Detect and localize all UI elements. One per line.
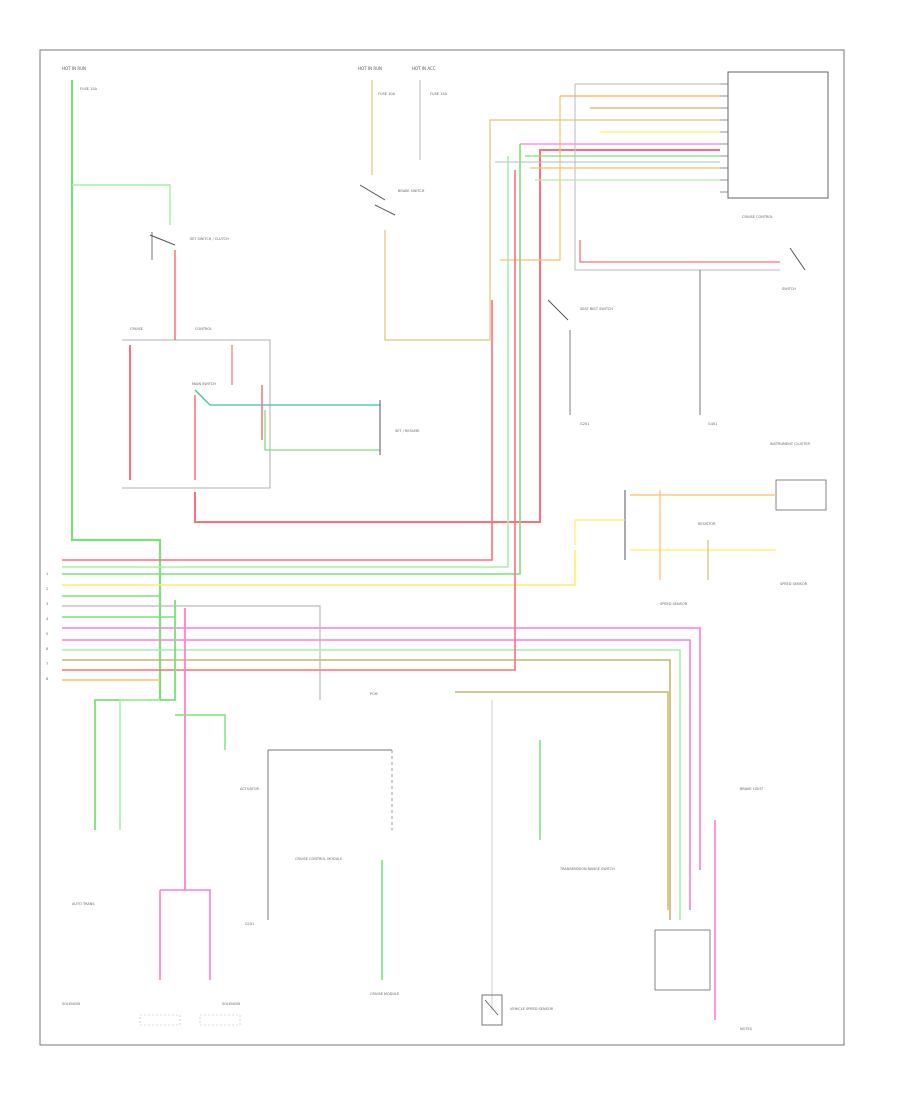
label-notes: NOTES: [740, 1027, 753, 1031]
label-fuse-left: FUSE 15A: [80, 87, 98, 91]
wire-left-branch: [94, 600, 226, 980]
wire-tan-brake: [384, 119, 720, 341]
svg-text:8: 8: [46, 677, 48, 681]
instrument-cluster-box: [775, 479, 827, 511]
label-ecm-module: CRUISE CONTROL MODULE: [295, 857, 342, 861]
label-trans-range: TRANSMISSION RANGE SWITCH: [559, 867, 615, 871]
svg-text:6: 6: [46, 647, 48, 651]
label-cruise-top-l: CRUISE: [130, 327, 143, 331]
label-hot-run-left: HOT IN RUN: [62, 66, 86, 71]
svg-text:5: 5: [46, 632, 48, 636]
solenoid-r-box: [199, 1014, 241, 1026]
cruise-switch-box: [122, 339, 271, 489]
label-fuse-right: FUSE 15A: [430, 92, 448, 96]
label-brake-switch: BRAKE SWITCH: [398, 189, 425, 193]
label-vehicle-speed: VEHICLE SPEED SENSOR: [510, 1007, 554, 1011]
label-resistor: RESISTOR: [698, 522, 716, 526]
svg-text:3: 3: [46, 602, 48, 606]
svg-text:2: 2: [46, 587, 48, 591]
wire-teal-upper: [194, 389, 380, 406]
wire-bus-horizontal: [62, 144, 701, 920]
clutch-switch-symbol: [149, 232, 176, 260]
wire-yellow-resistor: [574, 519, 625, 545]
wire-red-long: [194, 149, 720, 523]
label-solenoid-l: SOLENOID: [62, 1002, 81, 1006]
label-warning-switch: SWITCH: [782, 287, 796, 291]
vss-switch-symbol: [481, 994, 503, 1026]
svg-text:4: 4: [46, 617, 49, 621]
label-speed-sensor-top: SPEED SENSOR: [660, 602, 688, 606]
label-set-resume: SET / RESUME: [395, 429, 420, 433]
wire-green-lower: [264, 410, 380, 451]
svg-text:7: 7: [46, 662, 48, 666]
label-pcm-top: PCM: [370, 692, 378, 696]
label-hot-acc: HOT IN ACC: [412, 66, 436, 71]
label-ground-bottom: G101: [245, 922, 254, 926]
label-combo-switch: CRUISE CONTROL: [742, 215, 773, 219]
label-speed-sensor-bot: SPEED SENSOR: [780, 582, 808, 586]
label-hot-run-mid: HOT IN RUN: [358, 66, 382, 71]
label-cruise-module: CRUISE MODULE: [370, 992, 399, 996]
warning-switch-symbol: [789, 247, 806, 271]
connector-block: [727, 71, 829, 199]
label-brake-light: BRAKE LIGHT: [740, 787, 764, 791]
frame-border: [39, 49, 845, 1046]
label-ground-right: G401: [708, 422, 717, 426]
label-auto-trans: AUTO TRANS: [72, 902, 95, 906]
svg-text:1: 1: [46, 572, 48, 576]
label-cruise-top-r: CONTROL: [195, 327, 212, 331]
label-actuator: ACTUATOR: [240, 787, 259, 791]
bus-pin-marks: 1 2 3 4 5 6 7 8: [46, 572, 49, 681]
solenoid-l-box: [139, 1014, 181, 1026]
label-instrument-cluster: INSTRUMENT CLUSTER: [770, 442, 810, 446]
wire-green-left-main: [70, 80, 171, 700]
label-seat-belt-switch: SEAT BELT SWITCH: [580, 307, 613, 311]
label-solenoid-r: SOLENOID: [222, 1002, 241, 1006]
label-fuse-mid: FUSE 10A: [378, 92, 396, 96]
wire-bundle-top-right: [495, 83, 780, 271]
label-ground-left: G201: [580, 422, 589, 426]
seat-belt-switch-symbol: [547, 299, 569, 321]
brake-switch-symbol: [359, 184, 396, 216]
wire-olive-center: [455, 691, 669, 910]
connector-block-pins: [720, 83, 728, 193]
label-clutch-switch: SET SWITCH / CLUTCH: [190, 237, 229, 241]
label-main-switch: MAIN SWITCH: [192, 382, 216, 386]
bottom-right-module: [654, 929, 711, 991]
